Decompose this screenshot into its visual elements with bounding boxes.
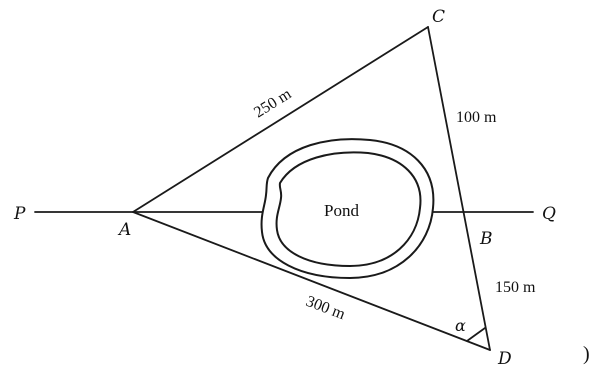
pond-inner-boundary <box>275 151 422 268</box>
length-bd: 150 m <box>495 279 536 296</box>
stray-parenthesis-mark: ) <box>583 343 590 365</box>
label-p: P <box>13 204 26 224</box>
label-a: A <box>117 220 131 240</box>
angle-arc-d <box>466 327 486 342</box>
label-b: B <box>479 229 493 249</box>
length-ad: 300 m <box>304 293 348 324</box>
side-ac <box>132 26 429 213</box>
angle-alpha-label: α <box>455 316 466 335</box>
length-cb: 100 m <box>456 109 497 126</box>
label-d: D <box>497 349 512 369</box>
label-c: C <box>432 7 445 27</box>
side-cd <box>427 26 491 351</box>
side-ad <box>132 211 491 351</box>
label-q: Q <box>542 204 556 224</box>
pond-label: Pond <box>324 201 359 220</box>
length-ac: 250 m <box>251 85 295 121</box>
